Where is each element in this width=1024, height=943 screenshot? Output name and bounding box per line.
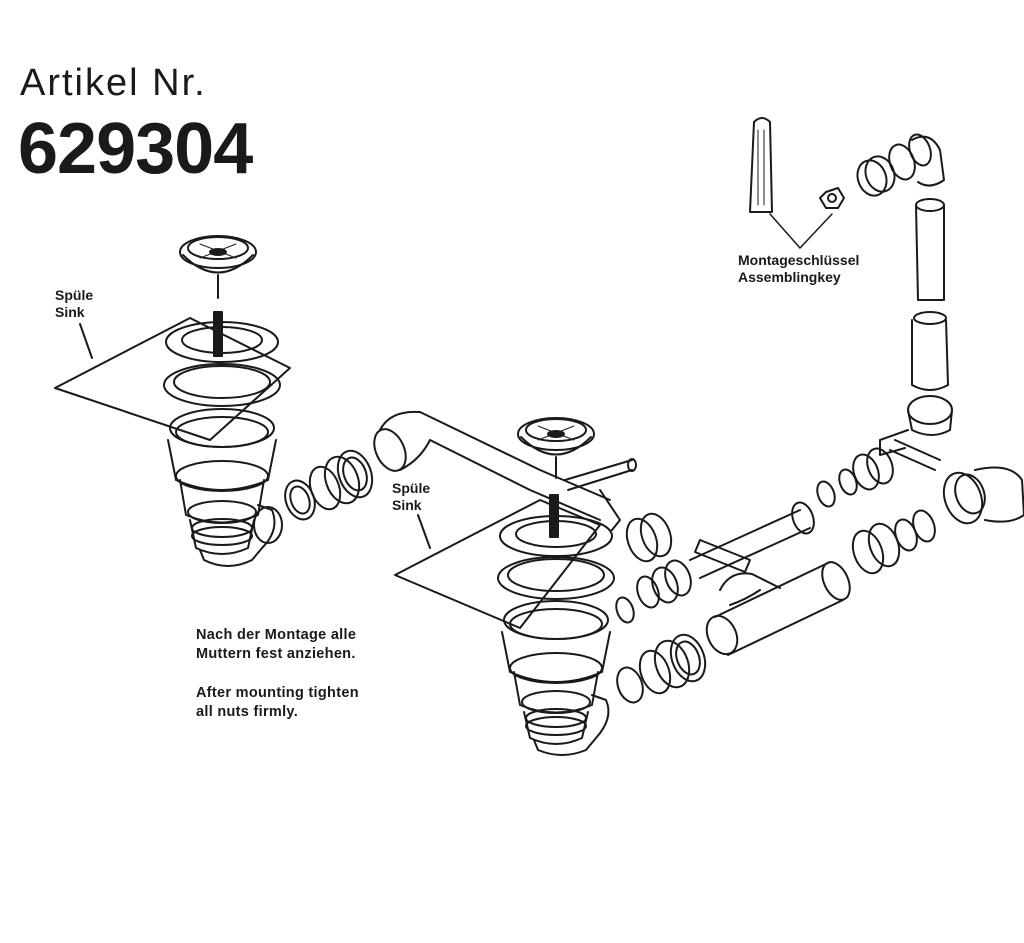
assembling-key: [750, 118, 844, 248]
note-de-line2: Muttern fest anziehen.: [196, 646, 356, 662]
left-sink-label-de: Spüle: [55, 287, 94, 303]
key-label: Montageschlüssel Assemblingkey: [738, 252, 859, 286]
standpipe: [880, 199, 952, 470]
right-sink-leader: [418, 515, 430, 548]
left-strainer-basket: [180, 236, 256, 298]
note-german: Nach der Montage alle Muttern fest anzie…: [196, 626, 356, 664]
left-sink-label: Spüle Sink: [55, 287, 93, 321]
tee-and-pipes: [690, 500, 855, 659]
left-sink-sheet: [55, 318, 290, 440]
left-connector-nuts: [280, 446, 378, 524]
left-sink-leader: [80, 324, 92, 358]
right-sink-label: Spüle Sink: [392, 480, 430, 514]
right-waste-body: [498, 516, 614, 755]
note-english: After mounting tighten all nuts firmly.: [196, 684, 359, 722]
article-label: Artikel Nr.: [20, 62, 207, 104]
top-elbow: [853, 132, 944, 200]
right-sink-assembly: [395, 418, 636, 755]
right-middle-nuts: [814, 445, 939, 577]
left-sink-assembly: [55, 236, 290, 566]
note-de-line1: Nach der Montage alle: [196, 627, 357, 643]
right-strainer-basket: [518, 418, 594, 478]
note-en-line1: After mounting tighten: [196, 685, 359, 701]
key-label-de: Montageschlüssel: [738, 252, 860, 268]
right-sink-label-de: Spüle: [392, 480, 431, 496]
left-stud: [214, 312, 222, 356]
article-number: 629304: [18, 109, 253, 189]
connecting-pipe: [368, 412, 620, 530]
left-sink-label-en: Sink: [55, 304, 85, 320]
middle-connector-nuts: [621, 510, 695, 611]
key-label-en: Assemblingkey: [738, 269, 841, 285]
lower-right-elbow: [937, 467, 1024, 528]
right-sink-sheet: [395, 500, 600, 628]
lower-connector-nuts: [613, 595, 712, 706]
note-en-line2: all nuts firmly.: [196, 704, 299, 720]
left-waste-body: [164, 322, 282, 566]
right-sink-label-en: Sink: [392, 497, 422, 513]
